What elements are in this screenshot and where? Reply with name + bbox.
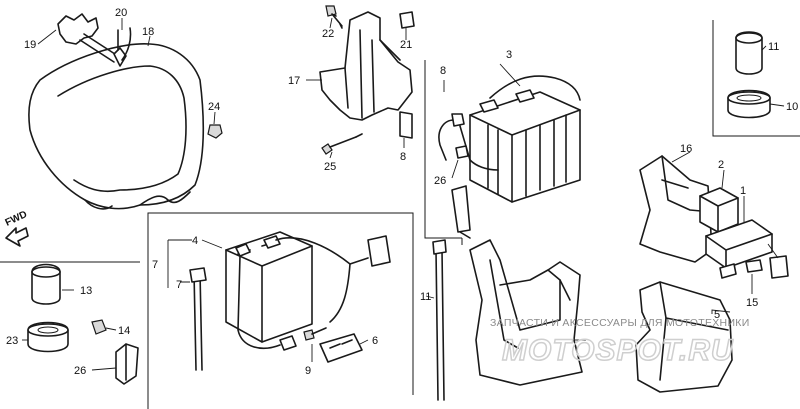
callout-3: 3 xyxy=(506,49,512,61)
callout-7-right: 11 xyxy=(420,291,431,303)
fwd-label: FWD xyxy=(4,209,29,229)
callout-2: 2 xyxy=(718,159,724,171)
watermark: ЗАПЧАСТИ И АКСЕССУАРЫ ДЛЯ МОТОТЕХНИКИ MO… xyxy=(490,317,750,368)
callout-8-lower: 8 xyxy=(400,151,406,163)
breather-tube-part xyxy=(189,239,447,401)
callout-22: 22 xyxy=(322,28,334,40)
callout-23: 14 xyxy=(118,325,130,337)
callout-26-upper: 26 xyxy=(434,175,446,187)
callout-11-lower: 13 xyxy=(80,285,92,297)
side-cover-part xyxy=(28,13,205,210)
callout-1: 1 xyxy=(740,185,746,197)
callout-12: 15 xyxy=(746,297,758,309)
frame-lines xyxy=(0,20,800,409)
callout-25: 25 xyxy=(324,161,336,173)
callout-17: 17 xyxy=(288,75,300,87)
callout-15: 5 xyxy=(714,309,720,321)
callout-8-upper: 8 xyxy=(440,65,446,77)
callout-5: 4 xyxy=(192,235,198,247)
lower-left-parts xyxy=(27,263,139,385)
callout-24: 24 xyxy=(208,101,220,113)
callout-14: 26 xyxy=(74,365,86,377)
watermark-line2: MOTOSPOT.RU xyxy=(502,334,734,367)
small-battery-part xyxy=(225,231,391,363)
callout-9: 6 xyxy=(372,335,378,347)
callout-20: 20 xyxy=(115,7,127,19)
callout-26-lower: 9 xyxy=(305,365,311,377)
fuse-bracket-part xyxy=(635,155,789,393)
leader-lines xyxy=(22,17,785,371)
battery-part xyxy=(438,75,581,239)
grommet-part xyxy=(207,124,223,139)
callout-21: 21 xyxy=(400,39,412,51)
callout-4: 7 xyxy=(152,259,158,271)
battery-bracket-part xyxy=(319,5,415,155)
fwd-arrow xyxy=(5,227,29,247)
callout-10: 10 xyxy=(786,101,798,113)
battery-tray-part xyxy=(469,239,583,386)
callout-7-left: 7 xyxy=(176,279,182,291)
relay-top-part xyxy=(727,31,771,119)
callout-13: 23 xyxy=(6,335,18,347)
watermark-line1: ЗАПЧАСТИ И АКСЕССУАРЫ ДЛЯ МОТОТЕХНИКИ xyxy=(490,317,750,329)
callout-19: 19 xyxy=(24,39,36,51)
callout-11-upper: 11 xyxy=(768,41,779,53)
callout-18: 18 xyxy=(142,26,154,38)
callout-16: 16 xyxy=(680,143,692,155)
